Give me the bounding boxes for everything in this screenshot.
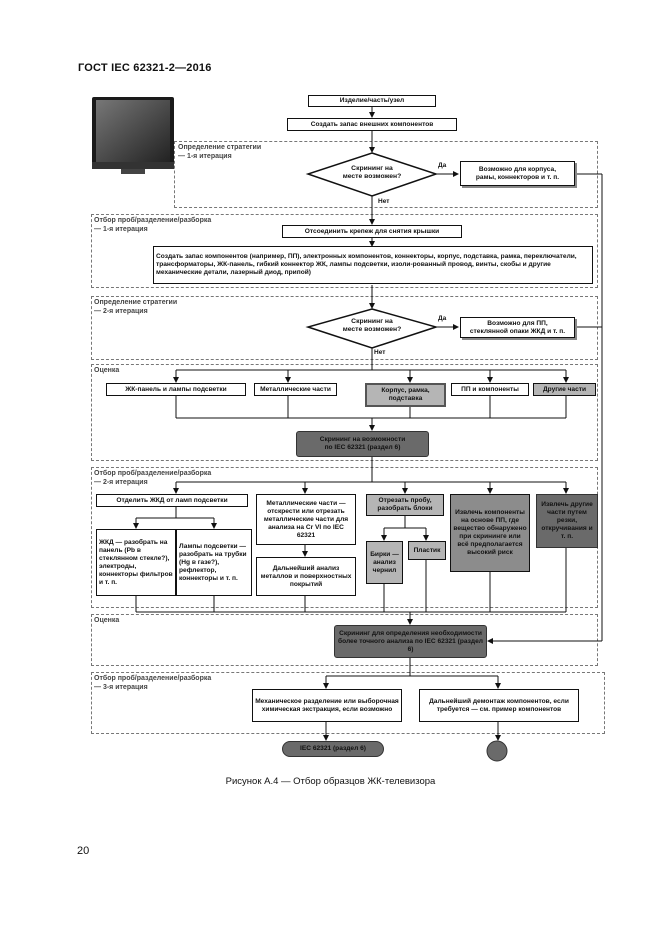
zone-evaluation-1-label: Оценка <box>94 367 120 374</box>
onsite-screening-question-2: Скрининг на месте возможен? <box>342 318 402 333</box>
extract-components-box: Извлечь компоненты на основе ПП, где вещ… <box>450 494 530 572</box>
lamps-disassemble-box: Лампы подсветки — разобрать на трубки (H… <box>176 529 252 596</box>
record-components-box: Создать запас компонентов (например, ПП)… <box>153 246 593 284</box>
eval-metal-parts: Металлические части <box>254 383 337 396</box>
end-iec-terminal: IEC 62321 (раздел 6) <box>282 741 384 757</box>
lcd-tv-image <box>91 96 175 178</box>
zone-sampling-1 <box>91 214 598 288</box>
zone-evaluation-1 <box>91 364 598 461</box>
start-box: Изделие/часть/узел <box>308 95 436 107</box>
eval-case-frame: Корпус, рамка, подставка <box>365 383 446 407</box>
zone-strategy-1 <box>174 141 598 208</box>
zone-sampling-2-label: Отбор проб/разделение/разборка — 2-я ите… <box>94 470 212 486</box>
eval-pcb-components: ПП и компоненты <box>451 383 529 396</box>
no-label-1: Нет <box>378 198 390 205</box>
further-disassembly-box: Дальнейший демонтаж компонентов, если тр… <box>419 689 579 722</box>
zone-sampling-1-label: Отбор проб/разделение/разборка — 1-я ите… <box>94 217 212 233</box>
metal-further-analysis-box: Дальнейший анализ металлов и поверхностн… <box>256 557 356 596</box>
eval-other-parts: Другие части <box>533 383 596 396</box>
record-external-box: Создать запас внешних компонентов <box>287 118 457 131</box>
document-header: ГОСТ IEC 62321-2—2016 <box>78 62 212 74</box>
zone-evaluation-2 <box>91 614 598 666</box>
paint-analysis-box: Бирки — анализ чернил <box>366 541 403 584</box>
figure-caption: Рисунок А.4 — Отбор образцов ЖК-телевизо… <box>225 776 436 787</box>
eval-lcd-panel: ЖК-панель и лампы подсветки <box>106 383 246 396</box>
extract-other-box: Извлечь другие части путем резки, откруч… <box>536 494 598 548</box>
zone-strategy-2-label: Определение стратегии — 2-я итерация <box>94 299 178 315</box>
yes-possible-box-2: Возможно для ПП, стеклянной опаки ЖКД и … <box>460 317 575 338</box>
zone-strategy-1-label: Определение стратегии — 1-я итерация <box>178 144 262 160</box>
yes-possible-box-1: Возможно для корпуса, рамы, коннекторов … <box>460 161 575 186</box>
metal-parts-box: Металлические части — отскрести или отре… <box>256 494 356 545</box>
yes-label-1: Да <box>438 162 447 169</box>
yes-label-2: Да <box>438 315 447 322</box>
end-terminal-circle <box>487 741 507 761</box>
zone-sampling-3-label: Отбор проб/разделение/разборка — 3-я ите… <box>94 675 212 691</box>
no-label-2: Нет <box>374 349 386 356</box>
plastics-box: Пластик <box>408 541 446 560</box>
screen-iec-box: Скрининг на возможности по IEC 62321 (ра… <box>296 431 429 457</box>
lcd-disassemble-box: ЖКД — разобрать на панель (Pb в стеклянн… <box>96 529 176 596</box>
mechanical-separation-box: Механическое разделение или выборочная х… <box>252 689 402 722</box>
separate-lcd-box: Отделить ЖКД от ламп подсветки <box>96 494 248 507</box>
zone-strategy-2 <box>91 296 598 360</box>
zone-sampling-3 <box>91 672 605 734</box>
page-number: 20 <box>77 845 90 857</box>
detach-fasteners-box: Отсоединить крепеж для снятия крышки <box>282 225 462 238</box>
onsite-screening-question-1: Скрининг на месте возможен? <box>342 165 402 180</box>
zone-evaluation-2-label: Оценка <box>94 617 120 624</box>
cut-sample-box: Отрезать пробу, разобрать блоки <box>366 494 444 516</box>
screen-limit-box: Скрининг для определения необходимости б… <box>334 625 487 658</box>
